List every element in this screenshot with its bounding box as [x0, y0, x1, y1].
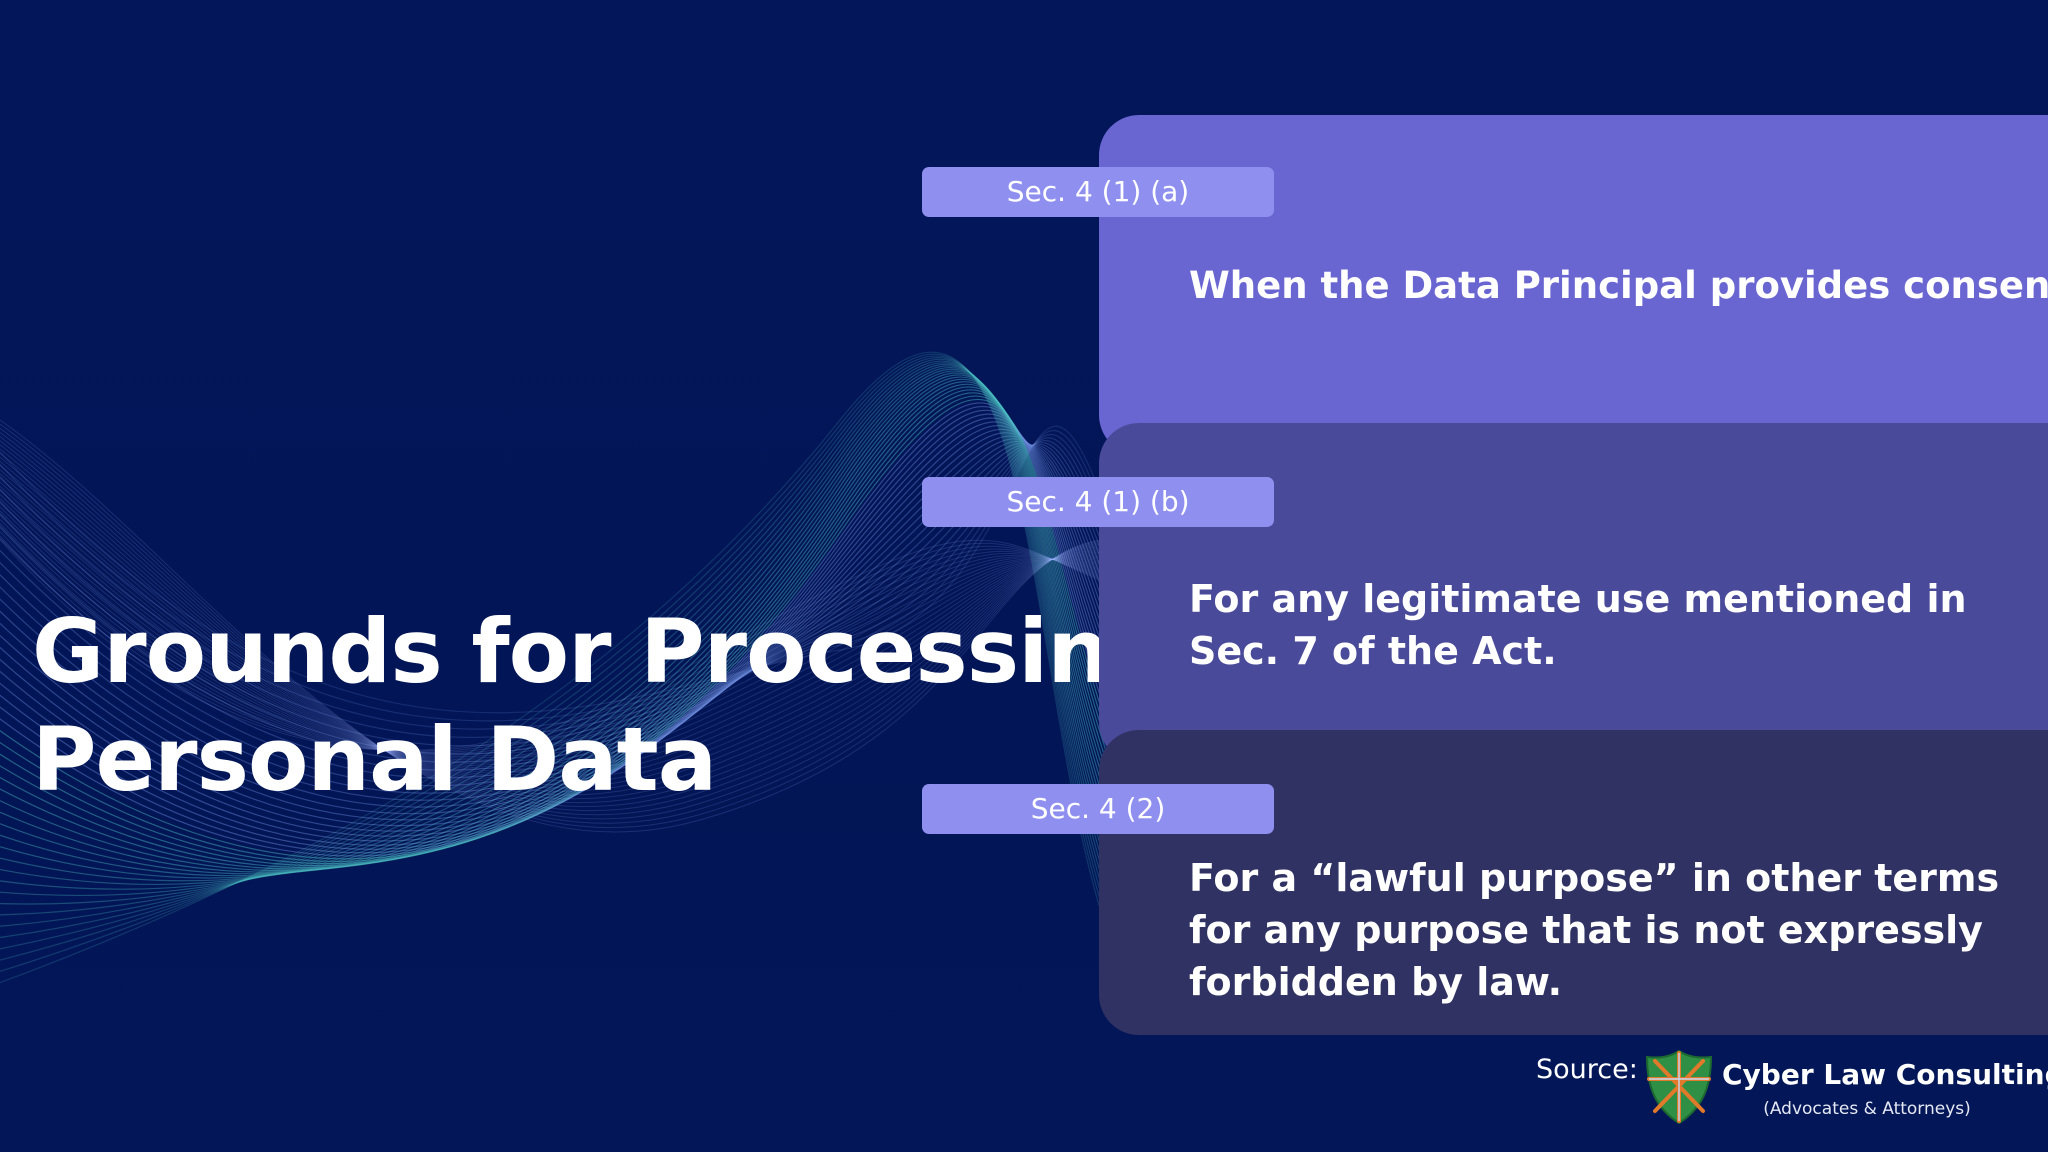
section-tag-4-1-b: Sec. 4 (1) (b)	[922, 477, 1274, 527]
wave-line	[0, 489, 1101, 770]
wave-line	[0, 378, 1111, 873]
wave-line	[0, 444, 1111, 787]
ground-panel-lawful-purpose: For a “lawful purpose” in other terms fo…	[1099, 730, 2048, 1035]
wave-line	[0, 527, 1101, 753]
wave-line	[0, 366, 1111, 890]
wave-line	[0, 506, 1101, 761]
wave-line	[0, 432, 1111, 821]
ground-panel-legitimate-use: For any legitimate use mentioned in Sec.…	[1099, 423, 2048, 763]
wave-line	[0, 425, 1111, 832]
wave-line	[0, 360, 1111, 927]
shield-logo-icon	[1645, 1049, 1713, 1125]
wave-line	[0, 443, 1111, 763]
wave-line	[0, 370, 1111, 882]
wave-line	[0, 429, 1111, 722]
wave-line	[0, 510, 1101, 759]
ground-text-lawful-purpose: For a “lawful purpose” in other terms fo…	[1189, 856, 2000, 1004]
slide-title-line-2: Personal Data	[32, 708, 717, 811]
wave-line	[0, 372, 1111, 879]
wave-line	[0, 365, 1111, 897]
wave-line	[0, 485, 1101, 773]
wave-line	[0, 409, 1111, 850]
wave-line	[0, 423, 1101, 828]
source-label: Source:	[1536, 1054, 1638, 1085]
wave-line	[0, 440, 1111, 747]
ground-panel-consent: When the Data Principal provides consent…	[1099, 115, 2048, 455]
wave-line	[0, 473, 1101, 782]
ground-text-consent: When the Data Principal provides consent…	[1189, 264, 2048, 307]
wave-line	[0, 413, 1111, 846]
wave-line	[0, 425, 1111, 714]
wave-line	[0, 456, 1101, 796]
wave-line	[0, 362, 1111, 916]
slide-title: Grounds for Processing Personal Data	[32, 598, 1172, 814]
company-subtitle: (Advocates & Attorneys)	[1763, 1099, 1971, 1119]
wave-line	[0, 481, 1101, 776]
wave-line	[0, 374, 1111, 877]
slide-title-line-1: Grounds for Processing	[32, 600, 1172, 703]
wave-line	[0, 440, 1111, 801]
wave-line	[0, 440, 1101, 812]
wave-line	[0, 427, 1101, 824]
wave-line	[0, 442, 1111, 794]
wave-line	[0, 452, 1101, 800]
wave-line	[0, 436, 1101, 816]
company-name: Cyber Law Consulting	[1722, 1058, 2048, 1091]
wave-line	[0, 437, 1111, 739]
wave-line	[0, 539, 1101, 751]
wave-line	[0, 435, 1111, 815]
wave-line	[0, 461, 1101, 792]
company-block: Cyber Law Consulting (Advocates & Attorn…	[1722, 1056, 2048, 1121]
wave-line	[0, 469, 1101, 785]
wave-line	[0, 477, 1101, 779]
wave-line	[0, 444, 1101, 807]
wave-line	[0, 523, 1101, 755]
wave-line	[0, 363, 1111, 905]
ground-text-legitimate-use: For any legitimate use mentioned in Sec.…	[1189, 577, 1967, 673]
wave-line	[0, 368, 1111, 885]
section-tag-4-2: Sec. 4 (2)	[922, 784, 1274, 834]
wave-line	[0, 448, 1101, 803]
wave-line	[0, 535, 1101, 752]
wave-line	[0, 351, 1111, 984]
wave-line	[0, 438, 1111, 808]
wave-line	[0, 358, 1111, 939]
wave-line	[0, 444, 1111, 779]
wave-line	[0, 419, 1101, 833]
wave-line	[0, 428, 1111, 827]
wave-line	[0, 465, 1101, 789]
wave-line	[0, 514, 1101, 757]
wave-line	[0, 518, 1101, 756]
wave-line	[0, 498, 1101, 765]
section-tag-4-1-a: Sec. 4 (1) (a)	[922, 167, 1274, 217]
wave-line	[0, 421, 1111, 837]
wave-line	[0, 431, 1101, 820]
wave-line	[0, 494, 1101, 768]
wave-line	[0, 376, 1111, 875]
wave-line	[0, 442, 1111, 755]
wave-line	[0, 502, 1101, 763]
wave-line	[0, 353, 1111, 972]
wave-line	[0, 531, 1101, 753]
wave-line	[0, 355, 1111, 961]
wave-line	[0, 417, 1111, 842]
wave-line	[0, 357, 1111, 950]
wave-line	[0, 444, 1111, 771]
wave-line	[0, 434, 1111, 730]
wave-line	[0, 381, 1111, 872]
